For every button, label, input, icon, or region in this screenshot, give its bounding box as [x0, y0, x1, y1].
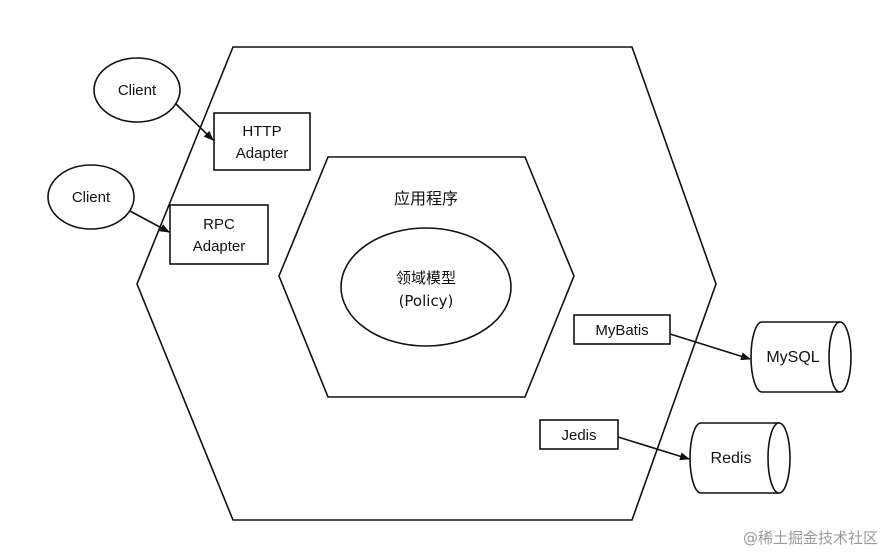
http-adapter-sublabel: Adapter [236, 145, 289, 162]
redis-datastore: Redis [689, 422, 791, 494]
domain-model-policy-label: (Policy) [399, 292, 454, 310]
outer-hexagon [136, 46, 717, 521]
arrow-mybatis-to-mysql [669, 333, 751, 361]
client-label-top: Client [118, 82, 157, 99]
watermark-text: @稀土掘金技术社区 [743, 529, 878, 547]
redis-label: Redis [711, 450, 752, 467]
mysql-datastore: MySQL [750, 321, 852, 393]
rpc-adapter-sublabel: Adapter [193, 238, 246, 255]
client-ellipse-top [93, 57, 181, 123]
jedis-adapter-label: Jedis [561, 427, 596, 444]
rpc-adapter-label: RPC [203, 216, 235, 233]
http-adapter-label: HTTP [242, 123, 281, 140]
redis-cylinder-rim [767, 422, 780, 494]
arrow-jedis-to-redis [617, 436, 690, 461]
arrow-client-to-http-adapter [175, 103, 214, 141]
http-adapter-box [213, 112, 311, 171]
application-label: 应用程序 [394, 189, 458, 208]
client-label-bottom: Client [72, 189, 111, 206]
jedis-adapter-box [539, 419, 619, 450]
mybatis-adapter-label: MyBatis [595, 322, 648, 339]
mybatis-adapter-box [573, 314, 671, 345]
rpc-adapter-box [169, 204, 269, 265]
domain-model-label: 领域模型 [396, 269, 456, 287]
arrow-client-to-rpc-adapter [129, 210, 170, 233]
mysql-cylinder-rim [828, 321, 841, 393]
application-hexagon [278, 156, 575, 398]
client-ellipse-bottom [47, 164, 135, 230]
domain-model-ellipse [340, 227, 512, 347]
mysql-label: MySQL [766, 349, 819, 366]
